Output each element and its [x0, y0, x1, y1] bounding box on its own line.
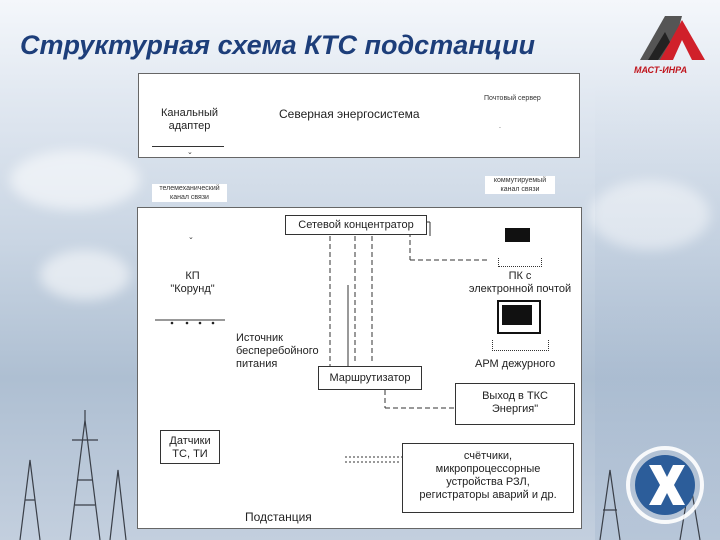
arm-label: АРМ дежурного — [475, 358, 556, 370]
telemech-channel-label: телемеханический канал связи — [152, 184, 227, 202]
sensors-box: Датчики ТС, ТИ — [160, 430, 220, 464]
slide-title: Структурная схема КТС подстанции — [20, 30, 535, 60]
top-panel: Канальный адаптер ⌄ Северная энергосисте… — [138, 73, 580, 158]
cloud-decoration — [40, 250, 130, 300]
x-badge-icon — [625, 445, 705, 525]
north-system-label: Северная энергосистема — [279, 107, 420, 121]
network-concentrator-box: Сетевой концентратор — [285, 215, 427, 235]
arm-monitor-icon — [497, 300, 541, 334]
cloud-decoration — [590, 180, 710, 250]
company-logo: МАСТ-ИНРА — [630, 12, 715, 77]
pc-email-label: ПК с электронной почтой — [468, 270, 572, 295]
pc-keyboard-icon — [498, 258, 542, 267]
cloud-decoration — [10, 150, 140, 210]
adapter-underline — [152, 146, 224, 147]
pc-monitor-icon — [505, 228, 530, 242]
router-box: Маршрутизатор — [318, 366, 422, 390]
meters-box: счётчики, микропроцессорные устройства Р… — [402, 443, 574, 513]
adapter-arrow-icon: ⌄ — [187, 149, 193, 156]
channel-adapter-label: Канальный адаптер — [161, 107, 218, 132]
logo-text: МАСТ-ИНРА — [634, 65, 687, 75]
arm-keyboard-icon — [492, 340, 549, 351]
tks-output-box: Выход в ТКС Энергия" — [455, 383, 575, 425]
switched-channel-label: коммутируемый канал связи — [485, 176, 555, 194]
substation-label: Подстанция — [245, 510, 312, 524]
ups-label: Источник бесперебойного питания — [236, 332, 319, 370]
kp-corund-label: КП "Корунд" — [170, 270, 215, 295]
mail-server-dot: . — [499, 123, 501, 130]
mail-server-label: Почтовый сервер — [484, 95, 541, 102]
kp-arrow-icon: ⌄ — [188, 234, 194, 241]
